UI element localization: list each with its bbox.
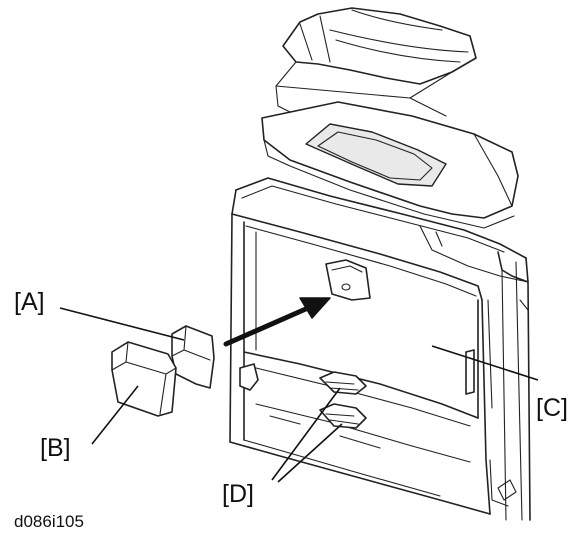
callout-a: [A]: [14, 288, 45, 316]
document-tray: [261, 101, 519, 229]
callout-c: [C]: [536, 394, 568, 422]
document-feeder: [275, 7, 477, 117]
leader-d-upper: [271, 387, 341, 481]
leader-a: [59, 307, 185, 341]
callout-d: [D]: [222, 480, 254, 508]
part-b-cap: [111, 341, 177, 417]
figure-id: d086i105: [14, 512, 84, 531]
leader-d-lower: [277, 423, 343, 483]
installation-arrow: [223, 297, 331, 347]
leader-lines: [59, 307, 539, 483]
copier-body: [229, 213, 531, 521]
scanner-unit: [231, 177, 529, 283]
callout-b: [B]: [40, 434, 71, 462]
leader-b: [91, 385, 139, 445]
leader-c: [431, 345, 539, 381]
drawer-handles: [319, 371, 367, 429]
cover-bracket: [325, 259, 371, 301]
part-a-cap: [171, 325, 215, 389]
